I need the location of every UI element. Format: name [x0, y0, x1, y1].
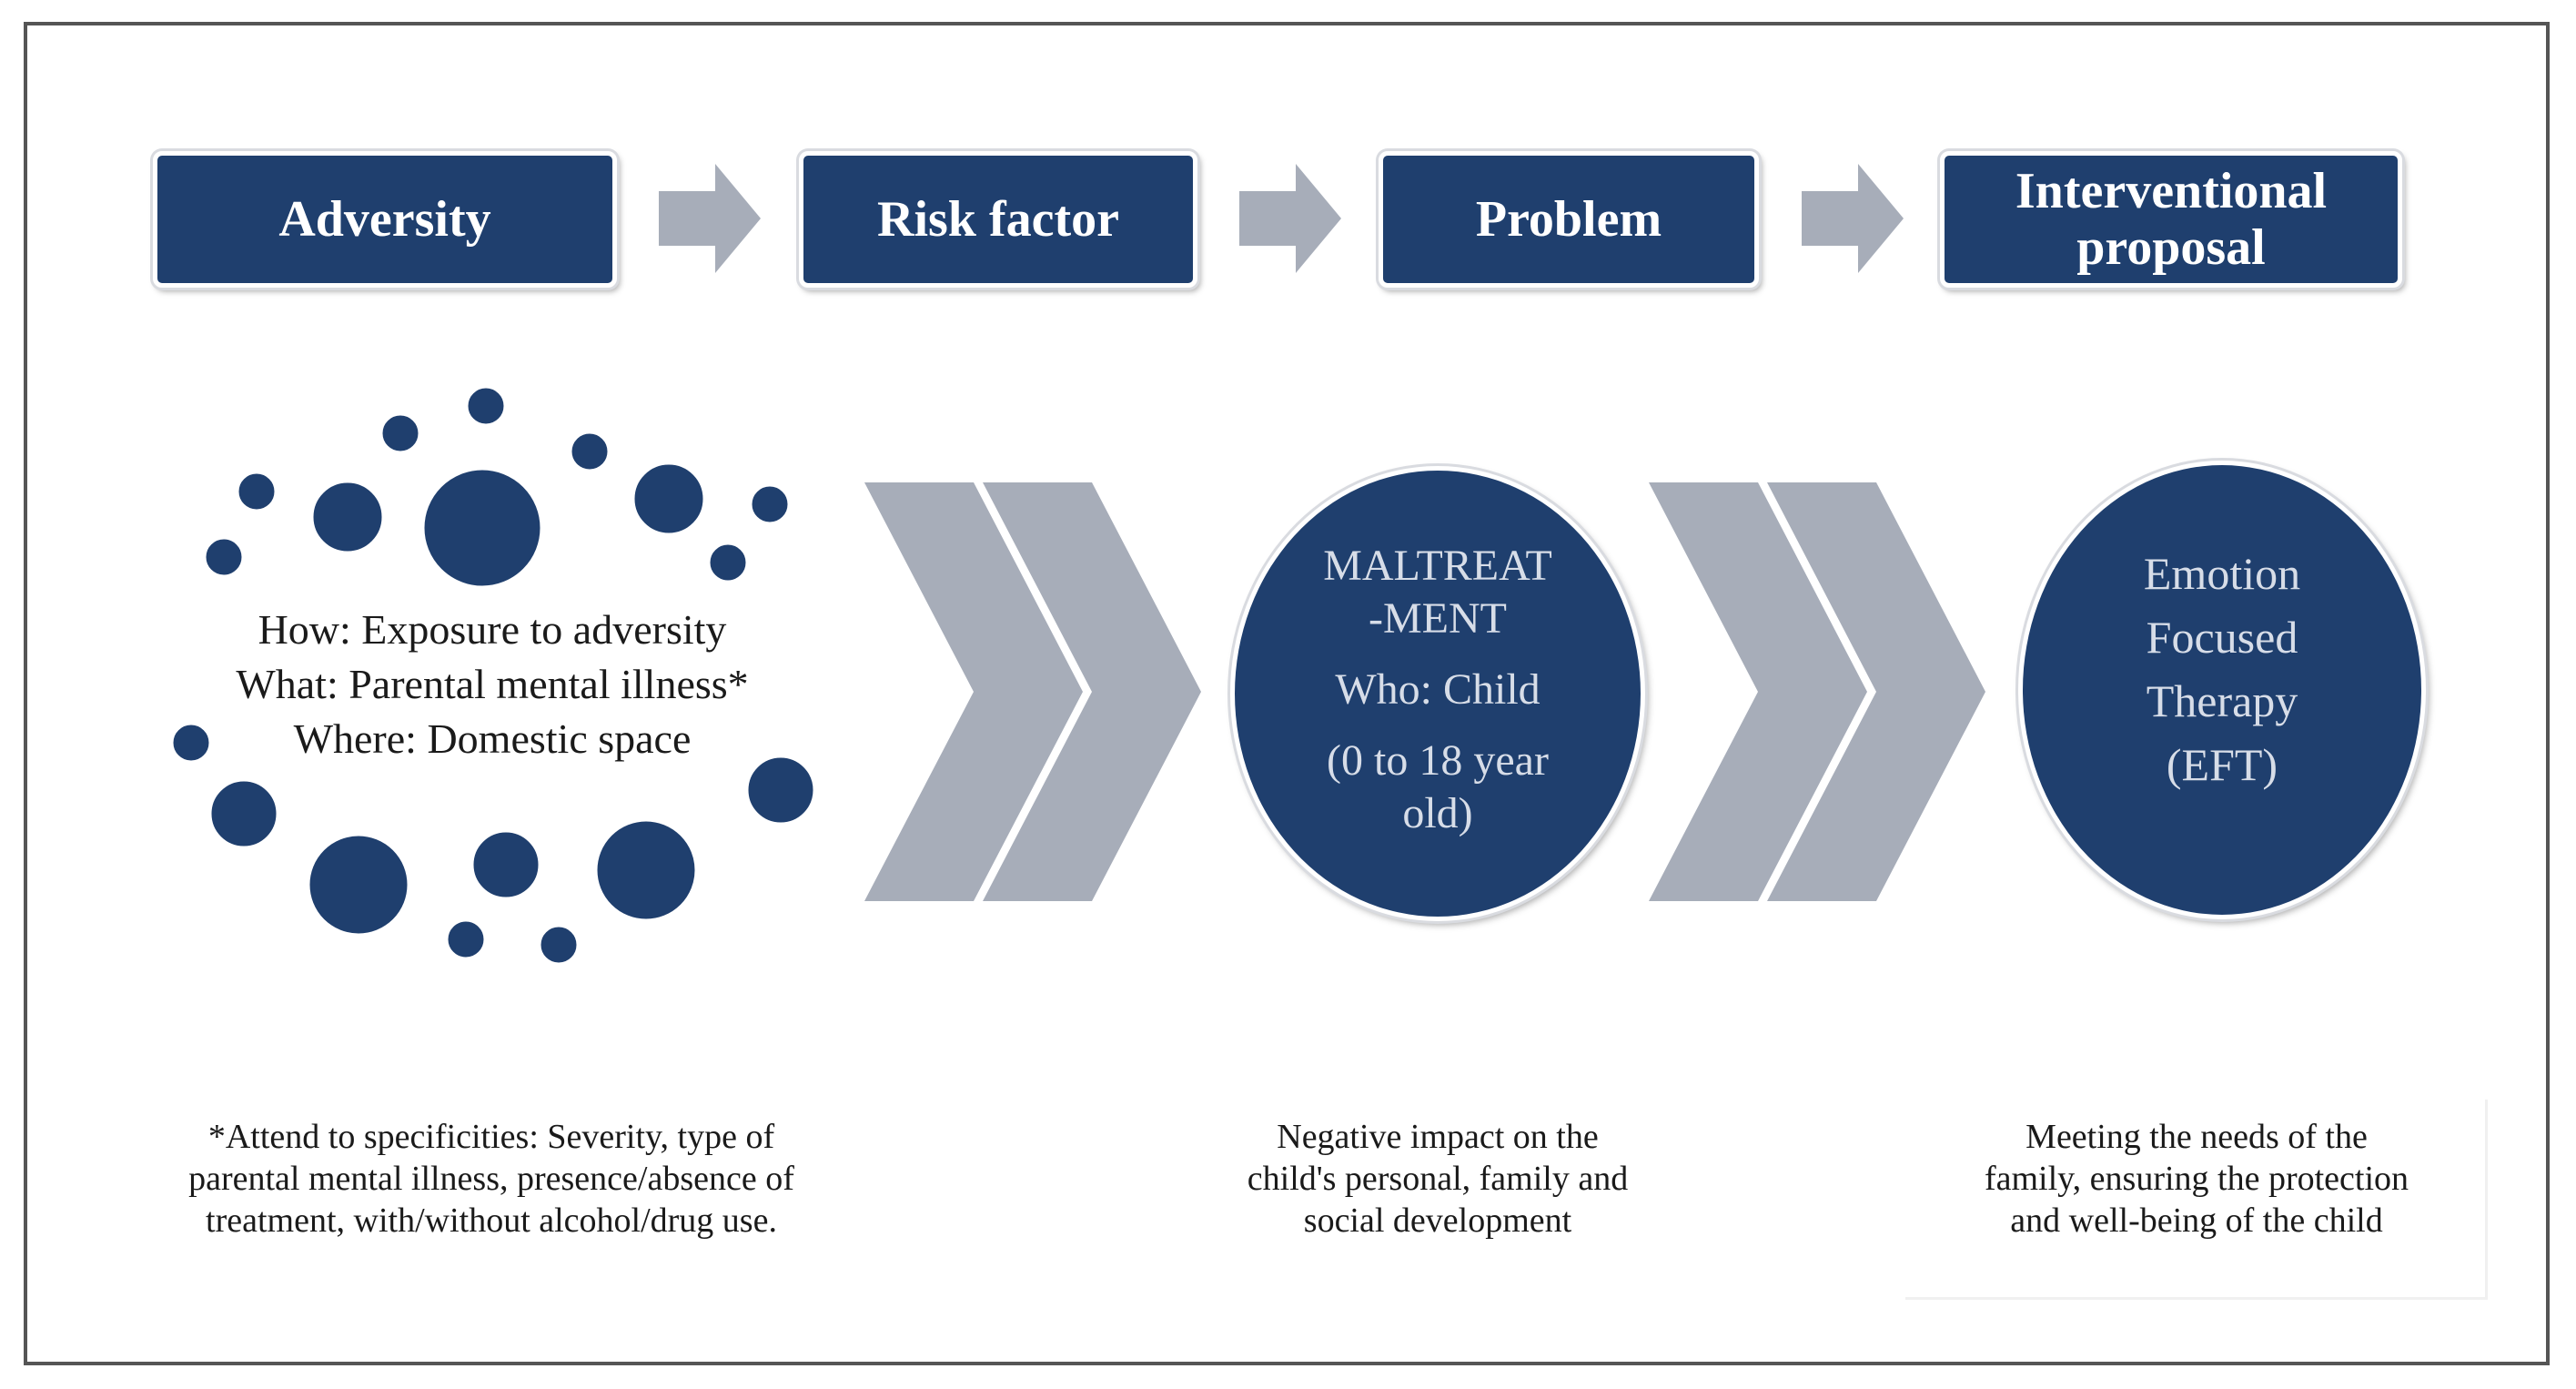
note-intervention: Meeting the needs of the family, ensurin… [1905, 1116, 2488, 1242]
note-intervention-box [1905, 1100, 2488, 1300]
dot-icon [743, 753, 818, 827]
header-intervention-line1: Interventional [2015, 163, 2328, 219]
dot-icon [463, 383, 509, 429]
dot-icon [536, 922, 581, 968]
dot-icon [378, 411, 423, 456]
dot-icon [567, 429, 612, 474]
header-adversity: Adversity [153, 151, 617, 288]
note-problem: Negative impact on the child's personal,… [1174, 1116, 1702, 1242]
intervention-line3: Therapy [2146, 675, 2298, 726]
header-problem: Problem [1379, 151, 1759, 288]
problem-line1: MALTREAT [1323, 542, 1552, 590]
header-risk-factor: Risk factor [799, 151, 1197, 288]
note-adversity: *Attend to specificities: Severity, type… [100, 1116, 883, 1242]
double-chevron-icon [864, 482, 1201, 901]
dot-icon [747, 482, 793, 527]
problem-line5: old) [1402, 789, 1473, 837]
adversity-how: How: Exposure to adversity [258, 606, 727, 653]
note-problem-line1: Negative impact on the [1277, 1118, 1599, 1156]
problem-line4: (0 to 18 year [1327, 736, 1549, 785]
note-problem-line3: social development [1303, 1201, 1572, 1240]
note-adversity-line3: treatment, with/without alcohol/drug use… [206, 1201, 777, 1240]
intervention-line4: (EFT) [2166, 739, 2278, 790]
dot-icon [308, 478, 387, 556]
dot-icon [469, 827, 543, 902]
note-intervention-line1: Meeting the needs of the [2025, 1118, 2368, 1156]
adversity-where: Where: Domestic space [293, 715, 692, 762]
note-adversity-line1: *Attend to specificities: Severity, type… [207, 1118, 775, 1156]
problem-oval: MALTREAT -MENT Who: Child (0 to 18 year … [1230, 466, 1645, 921]
dot-icon [234, 469, 279, 514]
header-intervention-line2: proposal [2076, 219, 2266, 276]
double-chevron-icon [1649, 482, 1985, 901]
arrow-right-icon [659, 164, 761, 273]
dot-icon [592, 816, 700, 924]
dot-icon [207, 776, 281, 851]
note-problem-line2: child's personal, family and [1247, 1160, 1629, 1198]
arrow-right-icon [1239, 164, 1341, 273]
problem-line2: -MENT [1369, 594, 1507, 643]
dot-icon [201, 534, 247, 580]
arrow-right-icon [1802, 164, 1904, 273]
dot-icon [630, 460, 708, 538]
intervention-line2: Focused [2146, 612, 2298, 663]
dot-icon [443, 917, 489, 962]
intervention-oval: Emotion Focused Therapy (EFT) [2018, 461, 2426, 919]
dot-icon [705, 540, 751, 585]
note-adversity-line2: parental mental illness, presence/absenc… [188, 1160, 794, 1198]
header-interventional-proposal: Interventional proposal [1940, 151, 2402, 288]
intervention-line1: Emotion [2143, 548, 2301, 599]
adversity-what: What: Parental mental illness* [236, 661, 749, 707]
header-risk-factor-label: Risk factor [877, 191, 1119, 248]
note-intervention-line2: family, ensuring the protection [1984, 1160, 2409, 1198]
dot-icon [305, 831, 412, 938]
header-adversity-label: Adversity [278, 191, 491, 248]
adversity-description: How: Exposure to adversity What: Parenta… [160, 603, 824, 766]
header-problem-label: Problem [1475, 191, 1662, 248]
dot-icon [419, 465, 545, 591]
problem-line3: Who: Child [1335, 665, 1541, 714]
note-intervention-line3: and well-being of the child [2010, 1201, 2383, 1240]
dot-icon [168, 720, 214, 765]
